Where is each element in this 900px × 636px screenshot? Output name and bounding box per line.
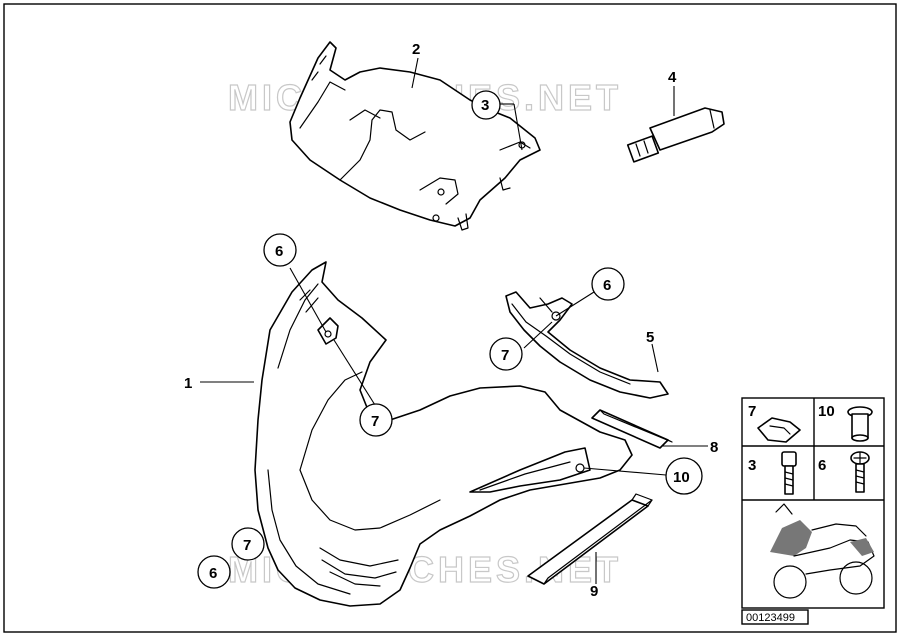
part-5-side-bracket[interactable] (505, 291, 669, 399)
part-1-lower-fairing[interactable] (254, 261, 633, 607)
part-9-long-strip[interactable] (527, 493, 653, 585)
legend-cell-6[interactable]: 6 (818, 451, 870, 493)
callout-5-label: 5 (646, 329, 654, 346)
grommet-icon (847, 406, 873, 442)
callout-2-label: 2 (412, 41, 420, 58)
legend-cell-10[interactable]: 10 (818, 403, 873, 442)
callout-7-bottom-label: 7 (243, 537, 251, 554)
callout-2[interactable]: 2 (412, 41, 420, 58)
bolt-icon (781, 451, 797, 495)
callout-5[interactable]: 5 (646, 329, 654, 346)
callout-6-top[interactable]: 6 (263, 233, 297, 267)
callout-1-label: 1 (184, 375, 192, 392)
diagram-reference: 00123499 (741, 609, 809, 625)
diagram-reference-number: 00123499 (746, 612, 795, 624)
legend-7-label: 7 (748, 403, 756, 420)
screw-icon (850, 451, 870, 493)
legend-3-label: 3 (748, 457, 756, 474)
callout-10[interactable]: 10 (665, 457, 703, 495)
callout-8-label: 8 (710, 439, 718, 456)
motorcycle-thumbnail (770, 503, 875, 599)
legend-10-label: 10 (818, 403, 835, 420)
legend-cell-7[interactable]: 7 (748, 403, 801, 443)
clip-nut-icon (757, 417, 801, 443)
callout-1[interactable]: 1 (184, 375, 192, 392)
callout-6-right[interactable]: 6 (591, 267, 625, 301)
callout-6-top-label: 6 (275, 243, 283, 260)
callout-4[interactable]: 4 (668, 69, 677, 86)
legend-6-label: 6 (818, 457, 826, 474)
callout-6-bottom[interactable]: 6 (197, 555, 231, 589)
callout-7-mid-label: 7 (371, 413, 379, 430)
callout-6-right-label: 6 (603, 277, 611, 294)
part-4-adhesive-tube[interactable] (626, 107, 725, 163)
callout-7-right[interactable]: 7 (489, 337, 523, 371)
part-2-inner-panel[interactable] (289, 41, 541, 231)
callout-7-mid[interactable]: 7 (359, 403, 393, 437)
part-8-foam-strip[interactable] (591, 409, 673, 449)
callout-6-bottom-label: 6 (209, 565, 217, 582)
callout-8[interactable]: 8 (710, 439, 718, 456)
callout-9[interactable]: 9 (590, 583, 598, 600)
callout-7-right-label: 7 (501, 347, 509, 364)
callout-7-bottom[interactable]: 7 (231, 527, 265, 561)
callout-3[interactable]: 3 (471, 90, 501, 120)
callout-9-label: 9 (590, 583, 598, 600)
diagram-frame (3, 3, 897, 633)
legend-cell-3[interactable]: 3 (748, 451, 797, 495)
leader-lines (200, 57, 708, 584)
callout-10-label: 10 (673, 469, 690, 486)
fastener-legend: 7 10 3 6 (741, 397, 885, 609)
callout-4-label: 4 (668, 69, 677, 86)
callout-3-label: 3 (481, 97, 489, 114)
